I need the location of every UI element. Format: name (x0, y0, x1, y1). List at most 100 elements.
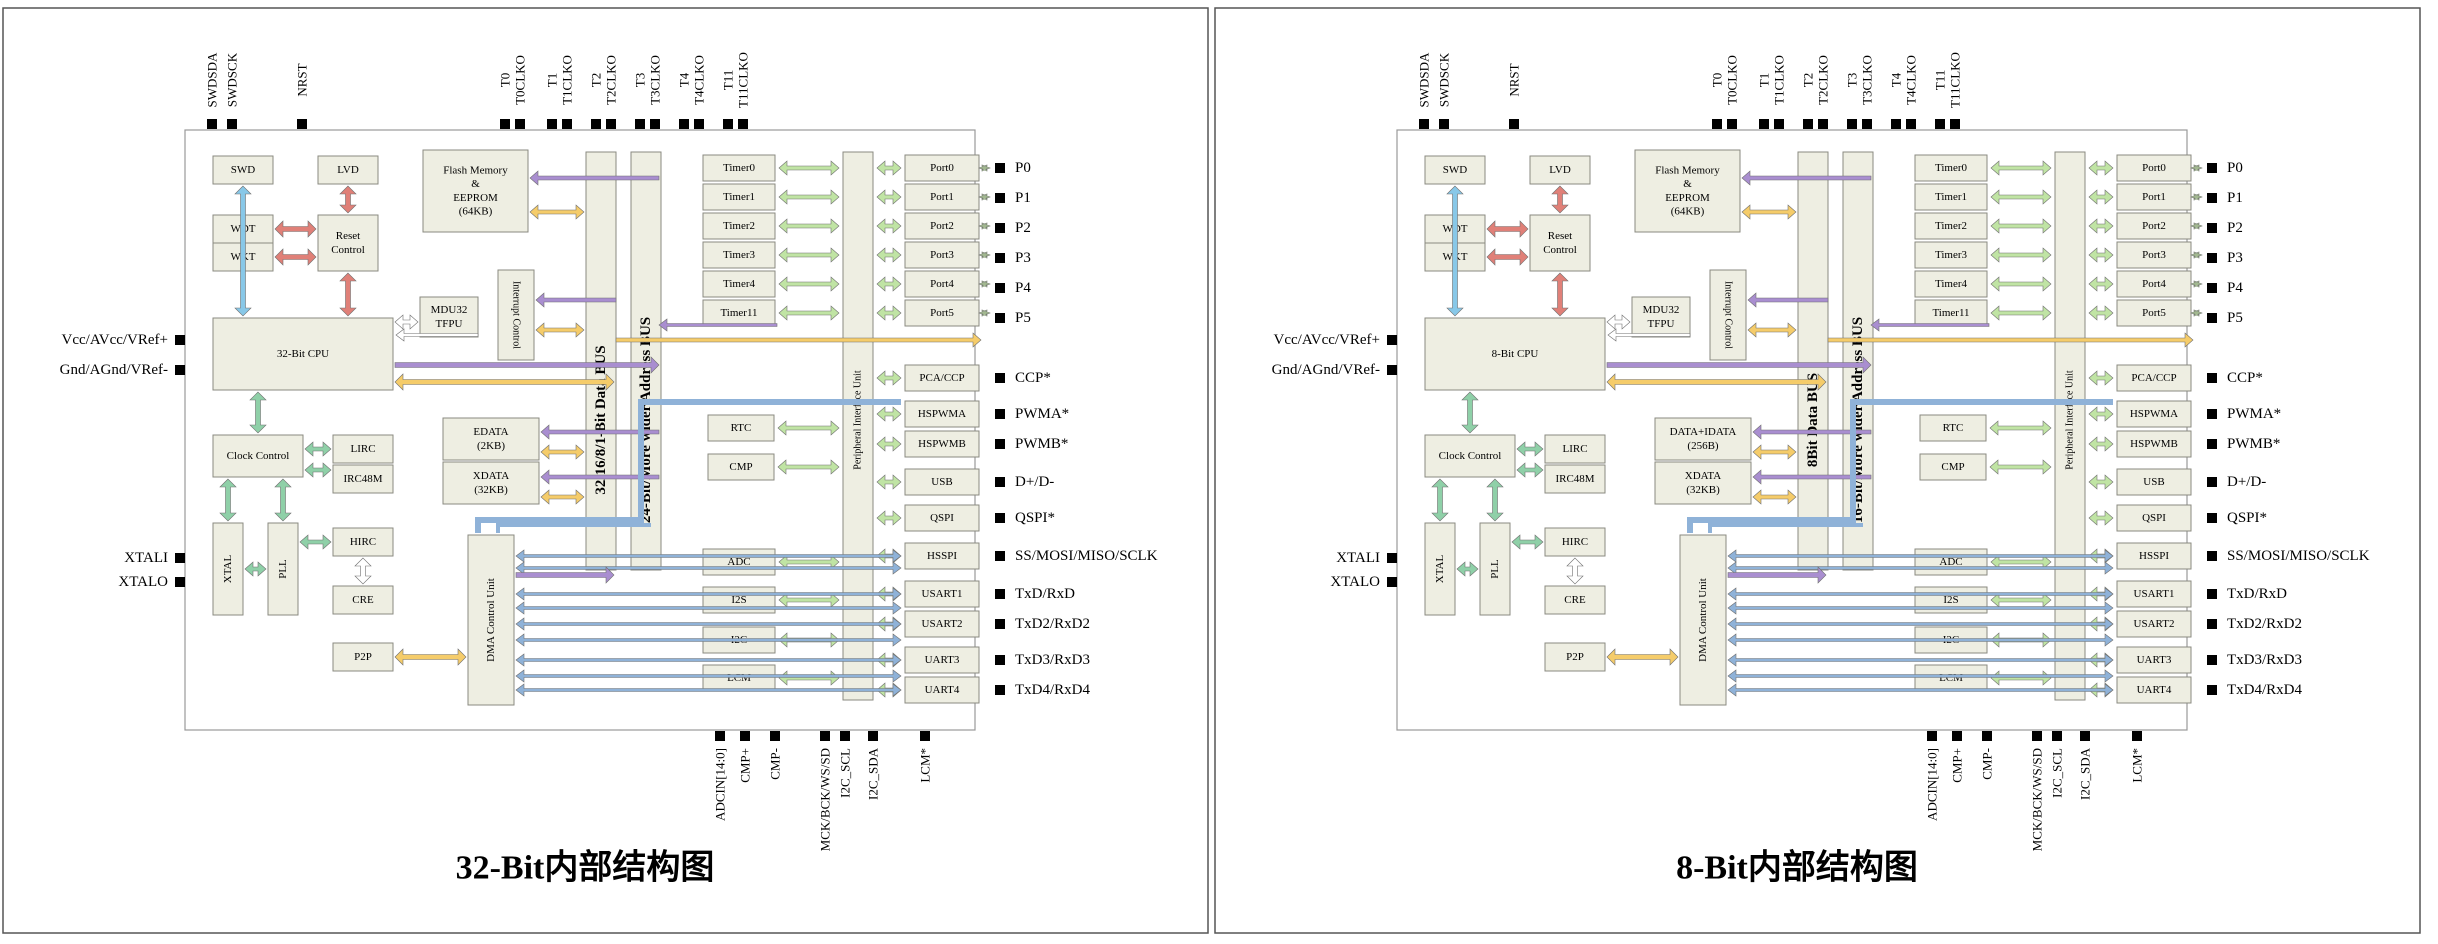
dma-control-unit (1679, 534, 1727, 706)
hirc-cre-arrow (354, 557, 372, 585)
bottom-pin-label: CMP+ (738, 748, 753, 783)
port-connector (978, 309, 991, 317)
port-connector (978, 280, 991, 288)
right-peripheral-block (904, 364, 980, 392)
right-peripheral-block (904, 676, 980, 704)
top-pin-label: T1CLKO (1772, 55, 1787, 105)
mid-peripheral-block-label: RTC (1943, 422, 1964, 434)
hirc-block-label: HIRC (1562, 536, 1588, 548)
right-pin-marker (995, 589, 1005, 599)
int-address-arrow (1747, 292, 1829, 308)
port-arrow (876, 160, 902, 176)
bottom-pin-marker (715, 731, 725, 741)
right-pin-marker (2207, 589, 2217, 599)
right-pin-label: PWMA* (1015, 406, 1069, 422)
port-arrow (2088, 247, 2114, 263)
timer-block-label: Timer2 (1935, 220, 1967, 232)
right-pin-label: P0 (1015, 160, 1031, 176)
p2p-dma-arrow (394, 648, 467, 666)
xtal-block (212, 522, 244, 616)
swd-cpu-arrow (1446, 185, 1464, 317)
right-peripheral-block-label: USART1 (922, 588, 963, 600)
right-peripheral-block (904, 542, 980, 570)
dma-peripheral-arrow (515, 617, 902, 631)
reset-control-block-label: Control (331, 244, 365, 256)
timer-block (1914, 183, 1988, 211)
right-peripheral-block (2116, 504, 2192, 532)
port-block-label: Port2 (2142, 220, 2166, 232)
top-pin-label: T2CLKO (1816, 55, 1831, 105)
clock-xtal-arrow (219, 478, 237, 522)
xdata-block-label: (32KB) (1686, 484, 1720, 496)
right-peripheral-block-label: QSPI (930, 512, 954, 524)
lirc-block (1544, 434, 1606, 464)
dma-peripheral-arrow (1727, 617, 2114, 631)
right-pin-marker (995, 373, 1005, 383)
top-pin-marker (1712, 119, 1722, 129)
peripheral-arrow (876, 436, 902, 452)
cpu-mdu-arrow (394, 314, 419, 330)
port-arrow (876, 189, 902, 205)
timer-block (1914, 241, 1988, 269)
top-pin-marker (1439, 119, 1449, 129)
port-connector (2190, 309, 2203, 317)
dma-peripheral-arrow (1727, 601, 2114, 615)
top-pin-marker (1906, 119, 1916, 129)
top-pin-marker (562, 119, 572, 129)
dma-data-arrow (1727, 566, 1827, 584)
port-arrow (876, 305, 902, 321)
panel-title: 32-Bit内部结构图 (456, 849, 715, 887)
cpu-block-label: 32-Bit CPU (277, 348, 329, 360)
bottom-pin-label: LCM* (918, 748, 933, 783)
top-pin-marker (1950, 119, 1960, 129)
right-peripheral-block (904, 400, 980, 428)
cpu-address-arrow (394, 356, 660, 374)
dma-peripheral-arrow (1727, 683, 2114, 697)
flash-data-arrow (529, 204, 585, 220)
mdu32-block-label: TFPU (1648, 318, 1675, 330)
top-pin-label: T4CLKO (1904, 55, 1919, 105)
left-pin-label: XTALO (1330, 574, 1380, 590)
top-pin-label: SWDSCK (225, 52, 240, 107)
piu-label: Peripheral Interface Unit (853, 370, 864, 470)
right-pin-marker (995, 685, 1005, 695)
irc48m-block-label: IRC48M (343, 473, 382, 485)
left-pin-label: Gnd/AGnd/VRef- (1272, 362, 1380, 378)
left-pin-label: XTALO (118, 574, 168, 590)
top-pin-label: T3CLKO (648, 55, 663, 105)
xtal-label: XTAL (222, 555, 234, 584)
port-arrow (876, 218, 902, 234)
bottom-pin-label: ADCIN[14:0] (1925, 748, 1940, 821)
port-block (2116, 241, 2192, 269)
piu-label: Peripheral Interface Unit (2065, 370, 2076, 470)
mdu32-block (419, 296, 479, 338)
top-pin-label: T11CLKO (736, 52, 751, 108)
flash-memory-block-label: Flash Memory (1655, 164, 1720, 176)
interrupt-control-label: Interrupt Control (1723, 281, 1734, 349)
timer-arrow (1990, 305, 2052, 321)
mem1-data-arrow (1752, 444, 1797, 460)
right-pin-label: P1 (1015, 190, 1031, 206)
top-pin-label: NRST (1507, 63, 1522, 96)
timer-block-label: Timer1 (1935, 191, 1967, 203)
clock-lirc-arrow (304, 441, 332, 457)
lvd-block (1529, 155, 1591, 185)
peripheral-arrow (2088, 474, 2114, 490)
right-pin-marker (995, 283, 1005, 293)
top-pin-label: T11CLKO (1948, 52, 1963, 108)
reset-cpu-arrow (339, 272, 357, 317)
timer-arrow (778, 247, 840, 263)
port-connector (978, 164, 991, 172)
wdt-reset-arrow (274, 220, 317, 238)
port-block (904, 299, 980, 327)
port-arrow (2088, 160, 2114, 176)
right-peripheral-block-label: HSPWMB (2130, 438, 2178, 450)
dma-label: DMA Control Unit (485, 578, 497, 662)
peripheral-arrow (1990, 554, 2052, 570)
bottom-pin-label: I2C_SCL (838, 748, 853, 798)
mdu32-block-label: MDU32 (1643, 304, 1680, 316)
port-block-label: Port1 (2142, 191, 2166, 203)
dma-bus-line (496, 523, 651, 533)
right-pin-marker (995, 163, 1005, 173)
